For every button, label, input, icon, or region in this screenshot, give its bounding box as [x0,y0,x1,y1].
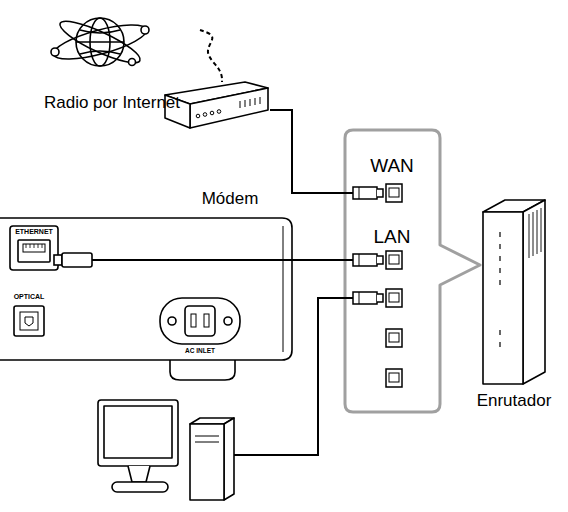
network-cable [292,259,345,261]
node-label: WAN [370,156,414,177]
ethernet-plug [54,253,292,267]
computer-icon [98,400,234,500]
node-label: OPTICAL [14,293,45,301]
lan-port [386,184,402,387]
router-node: Enrutador [462,196,566,416]
modem-node: Módem [160,82,270,214]
computer-cable [234,298,345,455]
modem-icon [165,82,268,128]
node-label: ETHERNET [15,228,53,236]
router-port-panel-outline [345,130,480,412]
node-label: Radio por Internet [44,94,180,113]
globe-icon [51,14,150,69]
node-label: Módem [202,190,259,209]
network-cable [270,110,345,193]
router-port-panel: WAN LAN [345,130,440,412]
router-icon [483,200,545,384]
player-rear-panel: ETHERNET OPTICAL AC INLET [0,218,292,380]
wireless-link [200,30,222,82]
internet-radio-node: Radio por Internet [25,2,200,116]
player-rear-panel-drawing [0,218,292,380]
node-label: AC INLET [185,347,215,354]
node-label: Enrutador [477,392,552,411]
node-label: LAN [374,227,411,248]
